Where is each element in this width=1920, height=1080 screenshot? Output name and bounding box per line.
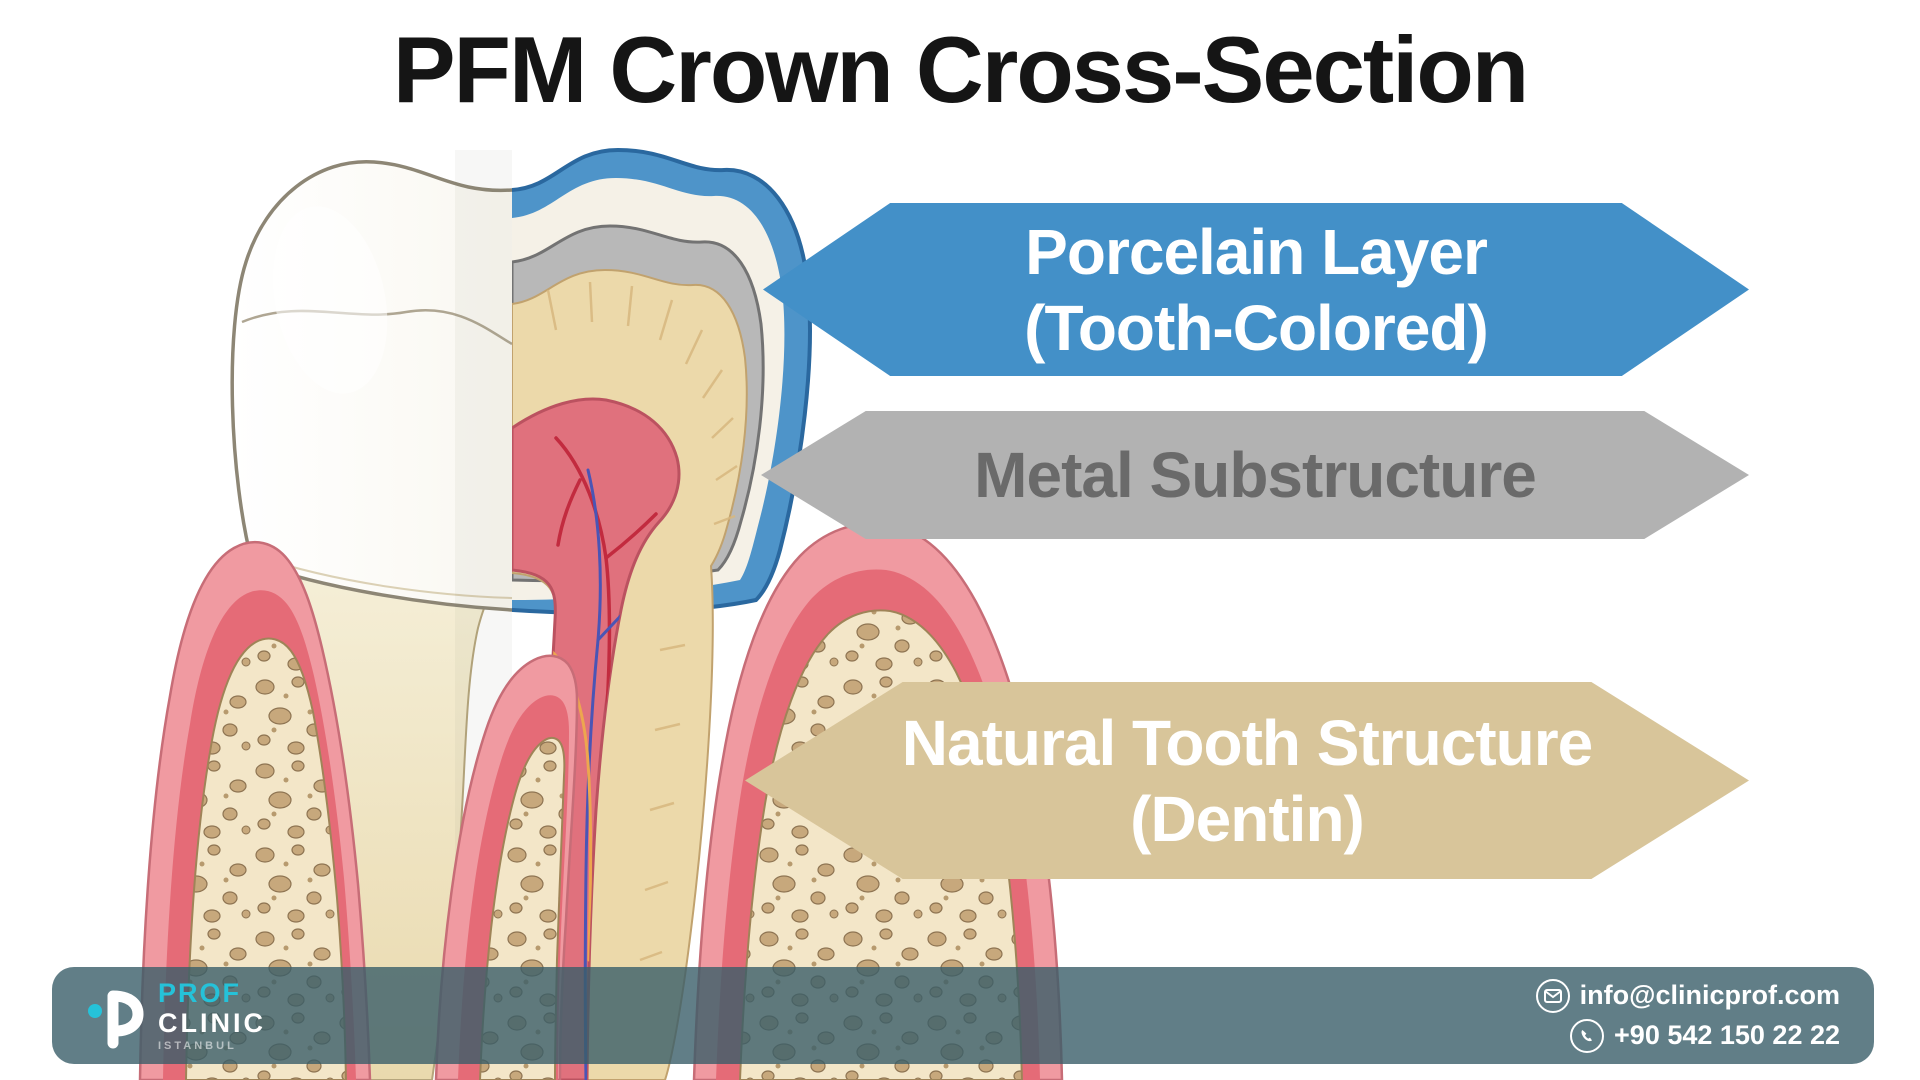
enamel-highlight [272,206,388,394]
banner-metal-line1: Metal Substructure [974,439,1537,511]
dentin-hatch-lines [546,281,738,962]
logo-brand-sub: ISTANBUL [158,1039,237,1052]
gum-left [138,540,372,1080]
banner-porcelain-line2: (Tooth-Colored) [1024,291,1489,364]
banner-dentin-line2: (Dentin) [1130,782,1365,855]
contact-email: info@clinicprof.com [1579,980,1840,1010]
label-banner-metal: Metal Substructure [761,411,1749,539]
page-title: PFM Crown Cross-Section [392,17,1529,122]
banner-dentin-line1: Natural Tooth Structure [901,706,1593,779]
logo-brand-bottom: CLINIC [158,1007,266,1038]
clinic-logo-mark-icon [88,990,144,1048]
contact-phone-row: +90 542 150 22 22 [1570,1018,1840,1053]
clinic-logo-text: PROF CLINIC ISTANBUL [158,977,266,1052]
label-banner-dentin: Natural Tooth Structure (Dentin) [745,682,1749,879]
email-icon [1535,978,1570,1013]
phone-icon [1570,1018,1605,1053]
logo-brand-top: PROF [158,977,242,1008]
contact-email-row: info@clinicprof.com [1535,978,1840,1013]
contact-phone: +90 542 150 22 22 [1614,1020,1840,1050]
clinic-logo: PROF CLINIC ISTANBUL [86,977,266,1052]
footer-bar: PROF CLINIC ISTANBUL info@clinicprof.com [52,967,1874,1064]
natural-crown-enamel [230,148,512,1080]
contact-block: info@clinicprof.com +90 542 150 22 22 [1535,978,1840,1053]
banner-porcelain-line1: Porcelain Layer [1025,215,1488,288]
label-banner-porcelain: Porcelain Layer (Tooth-Colored) [763,203,1749,376]
